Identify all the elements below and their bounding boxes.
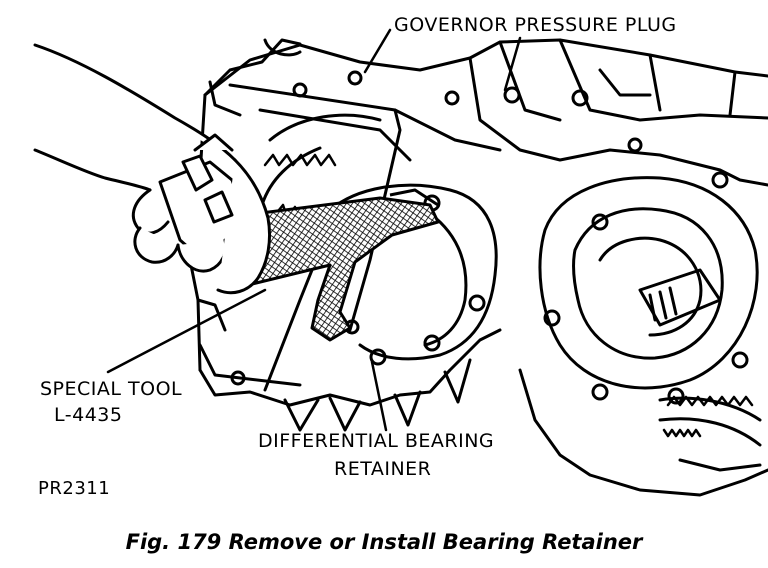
special-tool-number: L-4435 bbox=[54, 404, 123, 426]
figure-code: PR2311 bbox=[38, 478, 111, 499]
leader-lines bbox=[106, 28, 522, 432]
differential-bearing-label: DIFFERENTIAL BEARING bbox=[258, 430, 495, 452]
transaxle-housing-icon bbox=[186, 38, 768, 497]
governor-pressure-plug-label: GOVERNOR PRESSURE PLUG bbox=[394, 14, 677, 36]
retainer-label: RETAINER bbox=[334, 458, 432, 480]
leader-differential bbox=[370, 360, 388, 432]
leader-special-tool bbox=[106, 288, 267, 374]
hand-icon bbox=[33, 43, 272, 295]
leader-governor bbox=[363, 28, 392, 74]
figure-caption: Fig. 179 Remove or Install Bearing Retai… bbox=[125, 530, 643, 554]
leader-governor-tick bbox=[503, 36, 522, 92]
special-tool-label: SPECIAL TOOL bbox=[40, 378, 183, 400]
